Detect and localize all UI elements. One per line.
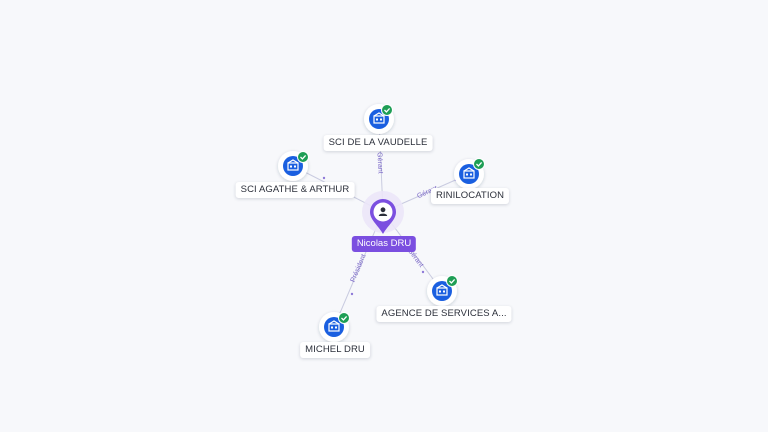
node-label-michel[interactable]: MICHEL DRU: [300, 342, 370, 358]
verified-badge-icon: [473, 158, 485, 170]
edge-arrow-agathe: [322, 176, 326, 180]
person-icon: [378, 207, 388, 216]
node-vaudelle[interactable]: [364, 104, 394, 134]
node-center-person[interactable]: [362, 191, 404, 234]
node-michel[interactable]: [319, 312, 350, 342]
verified-badge-icon: [297, 151, 309, 163]
node-label-center[interactable]: Nicolas DRU: [351, 236, 417, 252]
building-icon: [373, 112, 385, 124]
verified-badge-icon: [446, 275, 458, 287]
building-icon: [436, 284, 448, 296]
node-label-vaudelle[interactable]: SCI DE LA VAUDELLE: [323, 135, 433, 151]
verified-badge-icon: [338, 312, 350, 324]
building-icon: [328, 320, 340, 332]
building-icon: [287, 159, 299, 171]
edge-label-michel: Président: [350, 253, 368, 283]
node-agence[interactable]: [427, 275, 458, 307]
edge-arrow-agence: [421, 270, 425, 274]
node-agathe[interactable]: [278, 151, 309, 181]
building-icon: [463, 167, 475, 179]
edge-arrow-michel: [350, 292, 354, 296]
node-label-agathe[interactable]: SCI AGATHE & ARTHUR: [235, 182, 355, 198]
node-rinilocation[interactable]: [454, 158, 485, 190]
edge-label-vaudelle: Gérant: [375, 152, 383, 174]
verified-badge-icon: [381, 104, 393, 116]
node-label-agence[interactable]: AGENCE DE SERVICES A...: [376, 306, 512, 322]
node-label-rinilocation[interactable]: RINILOCATION: [430, 188, 510, 204]
